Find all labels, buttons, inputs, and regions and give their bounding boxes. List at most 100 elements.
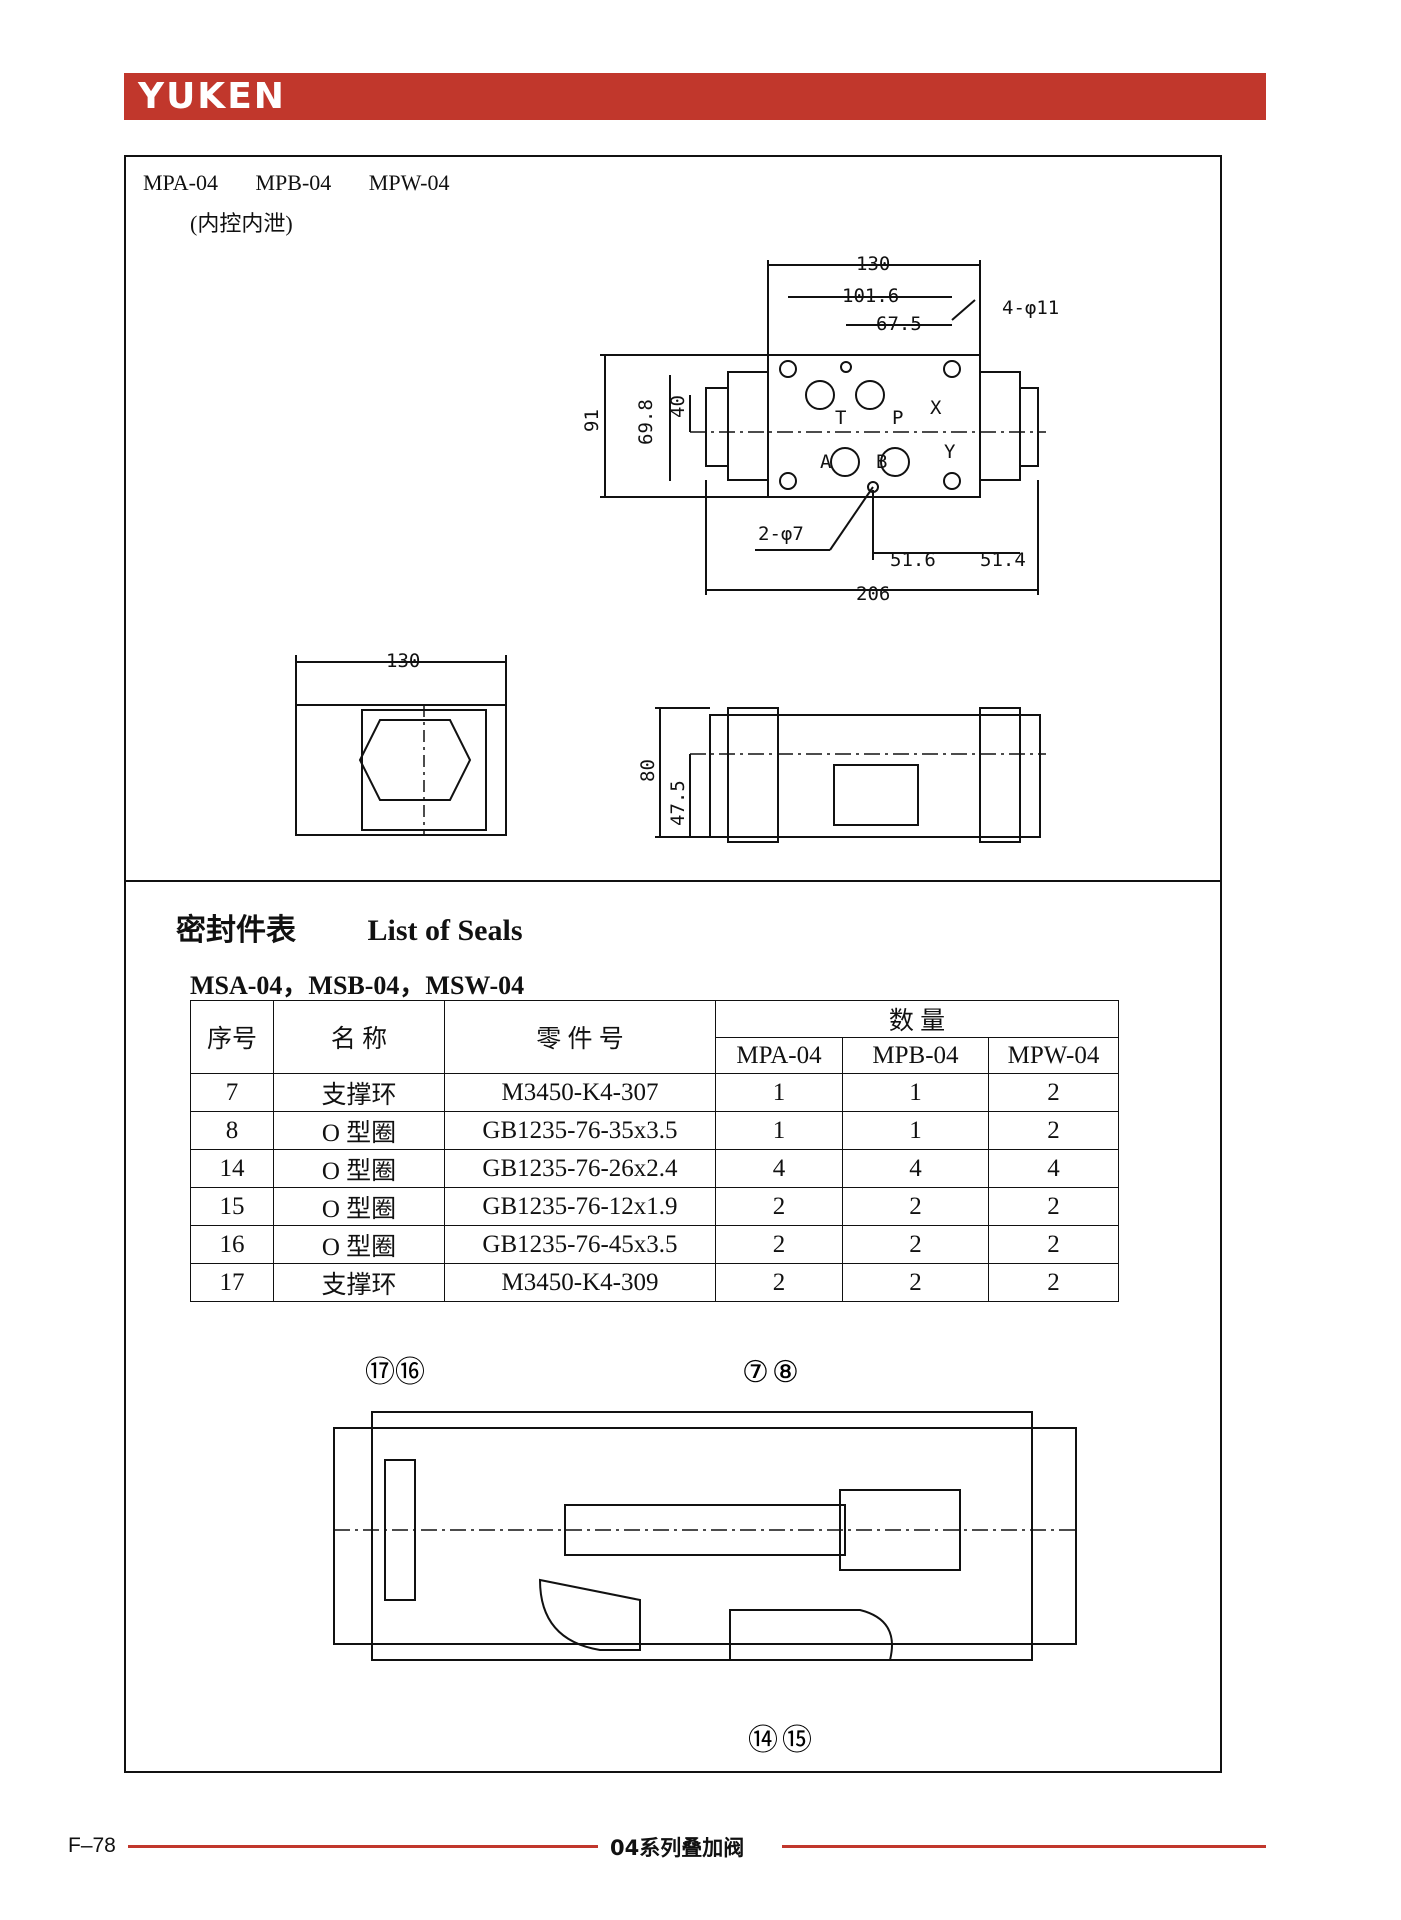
cell-mpw: 2 <box>988 1225 1119 1264</box>
seal-list-title: 密封件表 List of Seals <box>176 905 523 949</box>
cell-mpa: 1 <box>715 1111 843 1150</box>
model-list: MPA-04 MPB-04 MPW-04 <box>143 170 481 196</box>
callout-16: ⑯ <box>395 1356 425 1389</box>
header-mpw: MPW-04 <box>988 1037 1119 1074</box>
cell-no: 7 <box>190 1073 274 1112</box>
seal-models-line: MSA-04，MSB-04，MSW-04 <box>190 971 525 1000</box>
top-view-drawing <box>600 260 1046 595</box>
seal-table: 序号 名 称 零 件 号 数 量 MPA-04 MPB-04 MPW-04 7 … <box>190 1000 1119 1302</box>
port-t-label: T <box>835 407 846 429</box>
cell-mpa: 1 <box>715 1073 843 1112</box>
dim-101-6: 101.6 <box>842 285 899 307</box>
header-no: 序号 <box>190 1000 274 1074</box>
cell-mpb: 1 <box>842 1073 989 1112</box>
callout-15: ⑮ <box>782 1724 812 1757</box>
cell-name: O 型圈 <box>273 1149 445 1188</box>
port-p-label: P <box>892 407 903 429</box>
section-view-drawing <box>333 1411 1077 1661</box>
cell-mpa: 2 <box>715 1187 843 1226</box>
cell-mpa: 2 <box>715 1263 843 1302</box>
dim-40: 40 <box>667 395 689 418</box>
model-mpw: MPW-04 <box>368 170 450 195</box>
dim-51-4: 51.4 <box>980 549 1026 571</box>
table-row: 17 支撑环 M3450-K4-309 2 2 2 <box>190 1263 1119 1302</box>
dim-pin-holes: 2-φ7 <box>758 523 804 545</box>
cell-part: GB1235-76-12x1.9 <box>444 1187 716 1226</box>
section-divider <box>124 880 1222 882</box>
cell-no: 15 <box>190 1187 274 1226</box>
table-row: 7 支撑环 M3450-K4-307 1 1 2 <box>190 1073 1119 1112</box>
brand-logo: YUKEN <box>138 76 286 117</box>
cell-mpb: 4 <box>842 1149 989 1188</box>
cell-part: GB1235-76-26x2.4 <box>444 1149 716 1188</box>
cell-name: 支撑环 <box>273 1263 445 1302</box>
header-bar: YUKEN <box>124 73 1266 120</box>
cell-mpw: 2 <box>988 1073 1119 1112</box>
callout-8: ⑧ <box>772 1356 799 1389</box>
cell-mpa: 2 <box>715 1225 843 1264</box>
table-row: 15 O 型圈 GB1235-76-12x1.9 2 2 2 <box>190 1187 1119 1226</box>
front-view-drawing <box>655 707 1046 843</box>
port-x-label: X <box>930 397 942 419</box>
cell-mpw: 2 <box>988 1111 1119 1150</box>
cell-part: M3450-K4-309 <box>444 1263 716 1302</box>
port-a-label: A <box>820 451 832 473</box>
dim-69-8: 69.8 <box>635 399 657 445</box>
table-row: 8 O 型圈 GB1235-76-35x3.5 1 1 2 <box>190 1111 1119 1150</box>
model-mpb: MPB-04 <box>255 170 332 195</box>
seal-title-cn: 密封件表 <box>176 914 296 947</box>
port-b-label: B <box>876 451 887 473</box>
callout-7: ⑦ <box>742 1356 769 1389</box>
footer-title: 04系列叠加阀 <box>610 1836 745 1860</box>
cell-mpb: 2 <box>842 1187 989 1226</box>
table-row: 16 O 型圈 GB1235-76-45x3.5 2 2 2 <box>190 1225 1119 1264</box>
header-mpa: MPA-04 <box>715 1037 843 1074</box>
cell-no: 14 <box>190 1149 274 1188</box>
cell-mpw: 4 <box>988 1149 1119 1188</box>
header-name: 名 称 <box>273 1000 445 1074</box>
header-part: 零 件 号 <box>444 1000 716 1074</box>
header-qty: 数 量 <box>715 1000 1119 1038</box>
dim-51-6: 51.6 <box>890 549 936 571</box>
dim-91: 91 <box>581 409 603 432</box>
cell-no: 16 <box>190 1225 274 1264</box>
callout-17: ⑰ <box>365 1356 395 1389</box>
cell-name: O 型圈 <box>273 1111 445 1150</box>
cell-name: 支撑环 <box>273 1073 445 1112</box>
dim-80: 80 <box>637 759 659 782</box>
cell-name: O 型圈 <box>273 1225 445 1264</box>
port-y-label: Y <box>944 441 956 463</box>
callout-14: ⑭ <box>748 1724 778 1757</box>
dim-side-130: 130 <box>386 650 420 672</box>
page-number: F–78 <box>68 1834 116 1857</box>
cell-mpa: 4 <box>715 1149 843 1188</box>
cell-part: GB1235-76-35x3.5 <box>444 1111 716 1150</box>
footer-rule-right <box>782 1845 1266 1848</box>
drawing-frame <box>124 155 1222 1773</box>
cell-part: GB1235-76-45x3.5 <box>444 1225 716 1264</box>
cell-no: 17 <box>190 1263 274 1302</box>
dim-130-top: 130 <box>856 253 890 275</box>
cell-no: 8 <box>190 1111 274 1150</box>
dim-206: 206 <box>856 583 890 605</box>
cell-mpb: 2 <box>842 1225 989 1264</box>
seal-table-header-row: 序号 名 称 零 件 号 数 量 <box>190 1000 1119 1074</box>
cell-mpb: 2 <box>842 1263 989 1302</box>
model-mpa: MPA-04 <box>143 170 218 195</box>
footer-rule-left <box>128 1845 598 1848</box>
control-type-note: (内控内泄) <box>190 211 293 236</box>
cell-part: M3450-K4-307 <box>444 1073 716 1112</box>
seal-table-subheader-row: MPA-04 MPB-04 MPW-04 <box>191 1037 1119 1074</box>
side-view-drawing <box>295 655 507 836</box>
dim-47-5: 47.5 <box>667 780 689 826</box>
cell-mpw: 2 <box>988 1187 1119 1226</box>
dim-67-5: 67.5 <box>876 313 922 335</box>
header-mpb: MPB-04 <box>842 1037 989 1074</box>
table-row: 14 O 型圈 GB1235-76-26x2.4 4 4 4 <box>190 1149 1119 1188</box>
cell-mpw: 2 <box>988 1263 1119 1302</box>
cell-mpb: 1 <box>842 1111 989 1150</box>
cell-name: O 型圈 <box>273 1187 445 1226</box>
seal-title-en: List of Seals <box>367 914 523 947</box>
dim-mount-holes: 4-φ11 <box>1002 297 1059 319</box>
